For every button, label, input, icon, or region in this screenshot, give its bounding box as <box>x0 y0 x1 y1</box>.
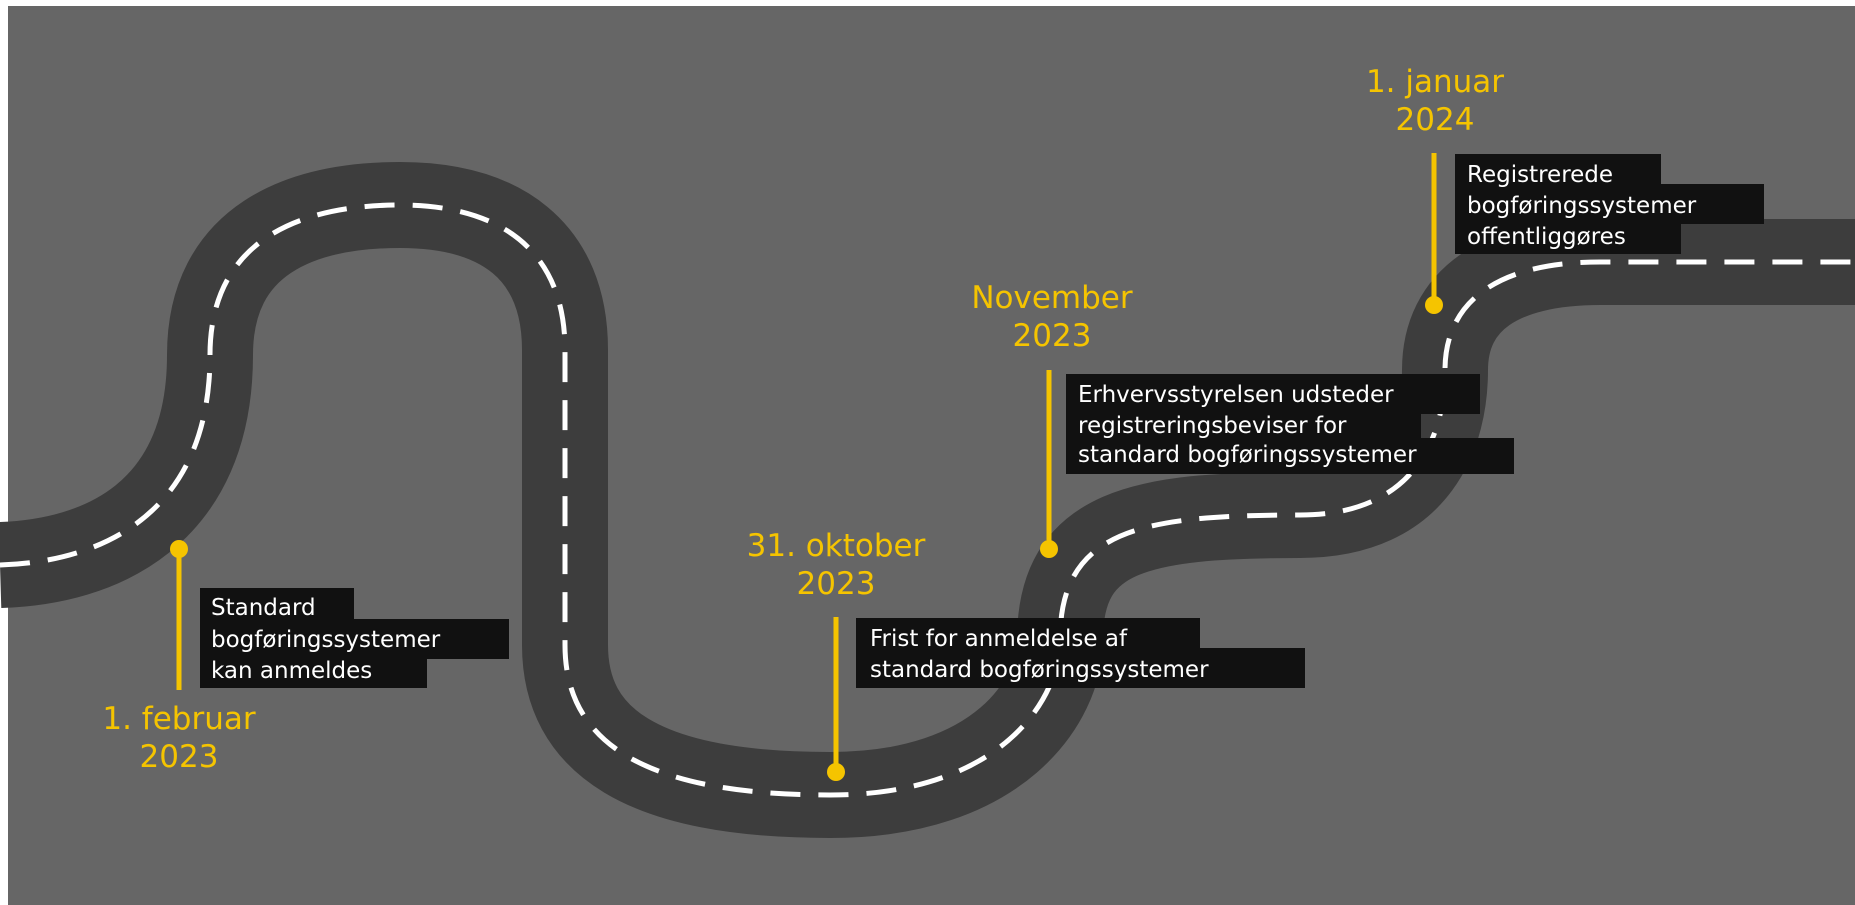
milestone-description-line: standard bogføringssystemer <box>1078 442 1417 468</box>
label-box <box>856 648 1305 688</box>
milestone-marker <box>827 763 845 781</box>
milestone-date-line1: 1. februar <box>102 701 255 737</box>
milestone-description-line: Registrerede <box>1467 162 1613 188</box>
milestone-description-line: bogføringssystemer <box>1467 193 1697 219</box>
milestone-2-october-2023: 31. oktober 2023 Frist for anmeldelse af… <box>747 528 1305 781</box>
label-box <box>1455 184 1764 224</box>
milestone-4-january-2024: 1. januar 2024 Registrerede bogføringssy… <box>1366 64 1764 314</box>
label-box <box>1455 220 1681 254</box>
milestone-date-line2: 2023 <box>797 566 876 602</box>
label-box <box>1066 438 1514 474</box>
milestone-date-line1: 1. januar <box>1366 64 1504 100</box>
milestone-description-line: Erhvervsstyrelsen udsteder <box>1078 382 1394 408</box>
milestone-description-line: registreringsbeviser for <box>1078 413 1347 439</box>
milestone-description-line: offentliggøres <box>1467 224 1626 250</box>
milestone-marker <box>170 540 188 558</box>
label-box <box>200 588 354 621</box>
milestone-description-line: Frist for anmeldelse af <box>870 626 1128 652</box>
milestone-date-line1: 31. oktober <box>747 528 926 564</box>
label-box <box>200 655 427 688</box>
label-box <box>1455 154 1661 188</box>
milestone-date-line2: 2024 <box>1396 102 1475 138</box>
milestone-description-line: Standard <box>211 595 316 621</box>
milestone-1-february-2023: 1. februar 2023 Standard bogføringssyste… <box>102 540 509 775</box>
milestone-marker <box>1425 296 1443 314</box>
milestone-description-line: bogføringssystemer <box>211 627 441 653</box>
milestone-date-line1: November <box>971 280 1133 316</box>
milestone-description-line: standard bogføringssystemer <box>870 657 1209 683</box>
milestone-3-november-2023: November 2023 Erhvervsstyrelsen udsteder… <box>971 280 1514 558</box>
milestone-date-line2: 2023 <box>1013 318 1092 354</box>
label-box <box>856 618 1200 652</box>
milestone-description-line: kan anmeldes <box>211 658 372 684</box>
label-box <box>1066 374 1480 414</box>
milestone-date-line2: 2023 <box>140 739 219 775</box>
label-box <box>200 619 509 659</box>
milestone-marker <box>1040 540 1058 558</box>
